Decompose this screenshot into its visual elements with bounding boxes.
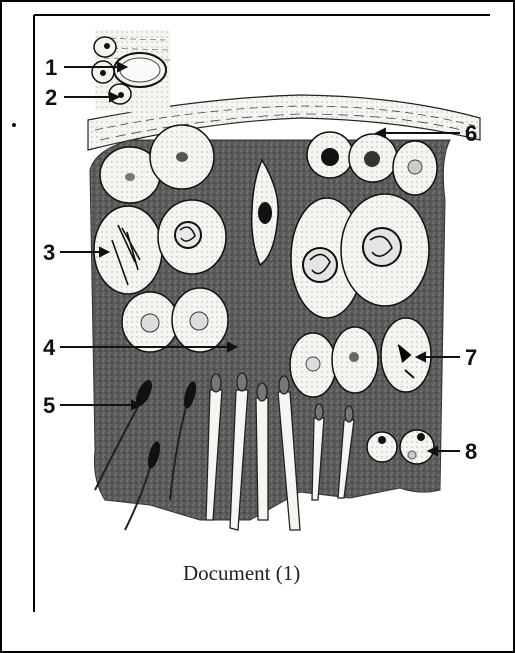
- label-6: 6: [465, 121, 477, 146]
- figure-caption: Document (1): [183, 561, 300, 585]
- label-7: 7: [465, 345, 477, 370]
- margin-dot: [12, 123, 16, 127]
- label-5: 5: [43, 393, 55, 418]
- label-8: 8: [465, 439, 477, 464]
- label-4: 4: [43, 335, 56, 360]
- label-3: 3: [43, 240, 55, 265]
- label-2: 2: [45, 85, 57, 110]
- label-1: 1: [45, 55, 57, 80]
